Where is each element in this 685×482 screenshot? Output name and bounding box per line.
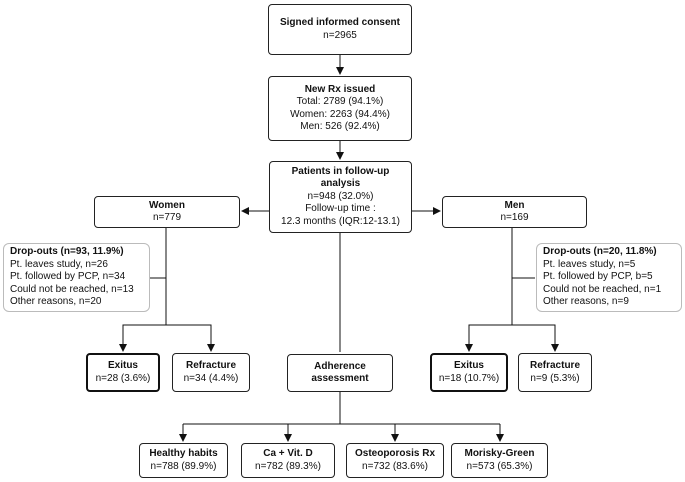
osteoporosis-rx-title: Osteoporosis Rx (354, 448, 436, 459)
morisky-green-box: Morisky-Green n=573 (65.3%) (451, 443, 548, 478)
refracture-women-n: n=34 (4.4%) (183, 372, 239, 384)
consent-box: Signed informed consent n=2965 (268, 4, 412, 55)
men-n: n=169 (500, 212, 529, 223)
connector-women-branches (122, 324, 212, 350)
ca-vitd-n: n=782 (89.3%) (255, 460, 321, 472)
women-box: Women n=779 (94, 196, 240, 228)
healthy-habits-title: Healthy habits (149, 448, 218, 459)
newrx-line: Women: 2263 (94.4%) (290, 108, 390, 120)
dropouts-women-line: Other reasons, n=20 (10, 296, 102, 308)
dropouts-men-line: Pt. followed by PCP, b=5 (543, 271, 653, 283)
adherence-box: Adherence assessment (287, 354, 393, 392)
dropouts-men-line: Pt. leaves study, n=5 (543, 258, 636, 270)
newrx-line: Men: 526 (92.4%) (300, 121, 380, 132)
dropouts-women-line: Could not be reached, n=13 (10, 283, 134, 295)
followup-title: analysis (320, 178, 361, 190)
refracture-women-box: Refracture n=34 (4.4%) (172, 353, 250, 392)
consent-n: n=2965 (323, 29, 357, 41)
ca-vitd-title: Ca + Vit. D (263, 448, 313, 459)
followup-box: Patients in follow-up analysis n=948 (32… (269, 161, 412, 233)
refracture-women-title: Refracture (185, 360, 237, 371)
women-title: Women (149, 199, 185, 211)
men-box: Men n=169 (442, 196, 587, 228)
morisky-green-title: Morisky-Green (464, 448, 535, 459)
dropouts-men-box: Drop-outs (n=20, 11.8%) Pt. leaves study… (536, 243, 682, 312)
followup-line: Follow-up time : (305, 203, 376, 215)
followup-line: 12.3 months (IQR:12-13.1) (281, 215, 400, 227)
healthy-habits-n: n=788 (89.9%) (150, 460, 217, 472)
exitus-men-box: Exitus n=18 (10.7%) (430, 353, 508, 392)
adherence-title: Adherence (314, 360, 366, 372)
consent-title: Signed informed consent (279, 17, 400, 28)
women-n: n=779 (152, 212, 182, 223)
men-title: Men (504, 199, 525, 211)
refracture-men-box: Refracture n=9 (5.3%) (518, 353, 592, 392)
exitus-women-n: n=28 (3.6%) (95, 372, 151, 384)
followup-title: Patients in follow-up (291, 165, 390, 177)
dropouts-men-line: Other reasons, n=9 (543, 296, 629, 308)
exitus-men-title: Exitus (453, 360, 484, 371)
dropouts-men-title: Drop-outs (n=20, 11.8%) (543, 246, 657, 258)
followup-line: n=948 (32.0%) (307, 190, 374, 202)
healthy-habits-box: Healthy habits n=788 (89.9%) (139, 443, 228, 478)
dropouts-women-title: Drop-outs (n=93, 11.9%) (10, 246, 124, 258)
exitus-women-box: Exitus n=28 (3.6%) (86, 353, 160, 392)
exitus-women-title: Exitus (107, 360, 138, 371)
newrx-line: Total: 2789 (94.1%) (296, 96, 384, 107)
dropouts-women-line: Pt. followed by PCP, n=34 (10, 271, 126, 283)
osteoporosis-rx-box: Osteoporosis Rx n=732 (83.6%) (346, 443, 444, 478)
connector-men-branches (468, 324, 556, 350)
dropouts-women-line: Pt. leaves study, n=26 (10, 258, 108, 270)
morisky-green-n: n=573 (65.3%) (466, 460, 533, 472)
dropouts-men-line: Could not be reached, n=1 (543, 283, 662, 295)
newrx-title: New Rx issued (304, 83, 376, 95)
osteoporosis-rx-n: n=732 (83.6%) (362, 460, 428, 472)
refracture-men-title: Refracture (529, 360, 581, 371)
exitus-men-n: n=18 (10.7%) (438, 372, 500, 384)
refracture-men-n: n=9 (5.3%) (530, 372, 580, 384)
newrx-box: New Rx issued Total: 2789 (94.1%) Women:… (268, 76, 412, 141)
adherence-title: assessment (311, 373, 369, 384)
ca-vitd-box: Ca + Vit. D n=782 (89.3%) (241, 443, 335, 478)
dropouts-women-box: Drop-outs (n=93, 11.9%) Pt. leaves study… (3, 243, 150, 312)
